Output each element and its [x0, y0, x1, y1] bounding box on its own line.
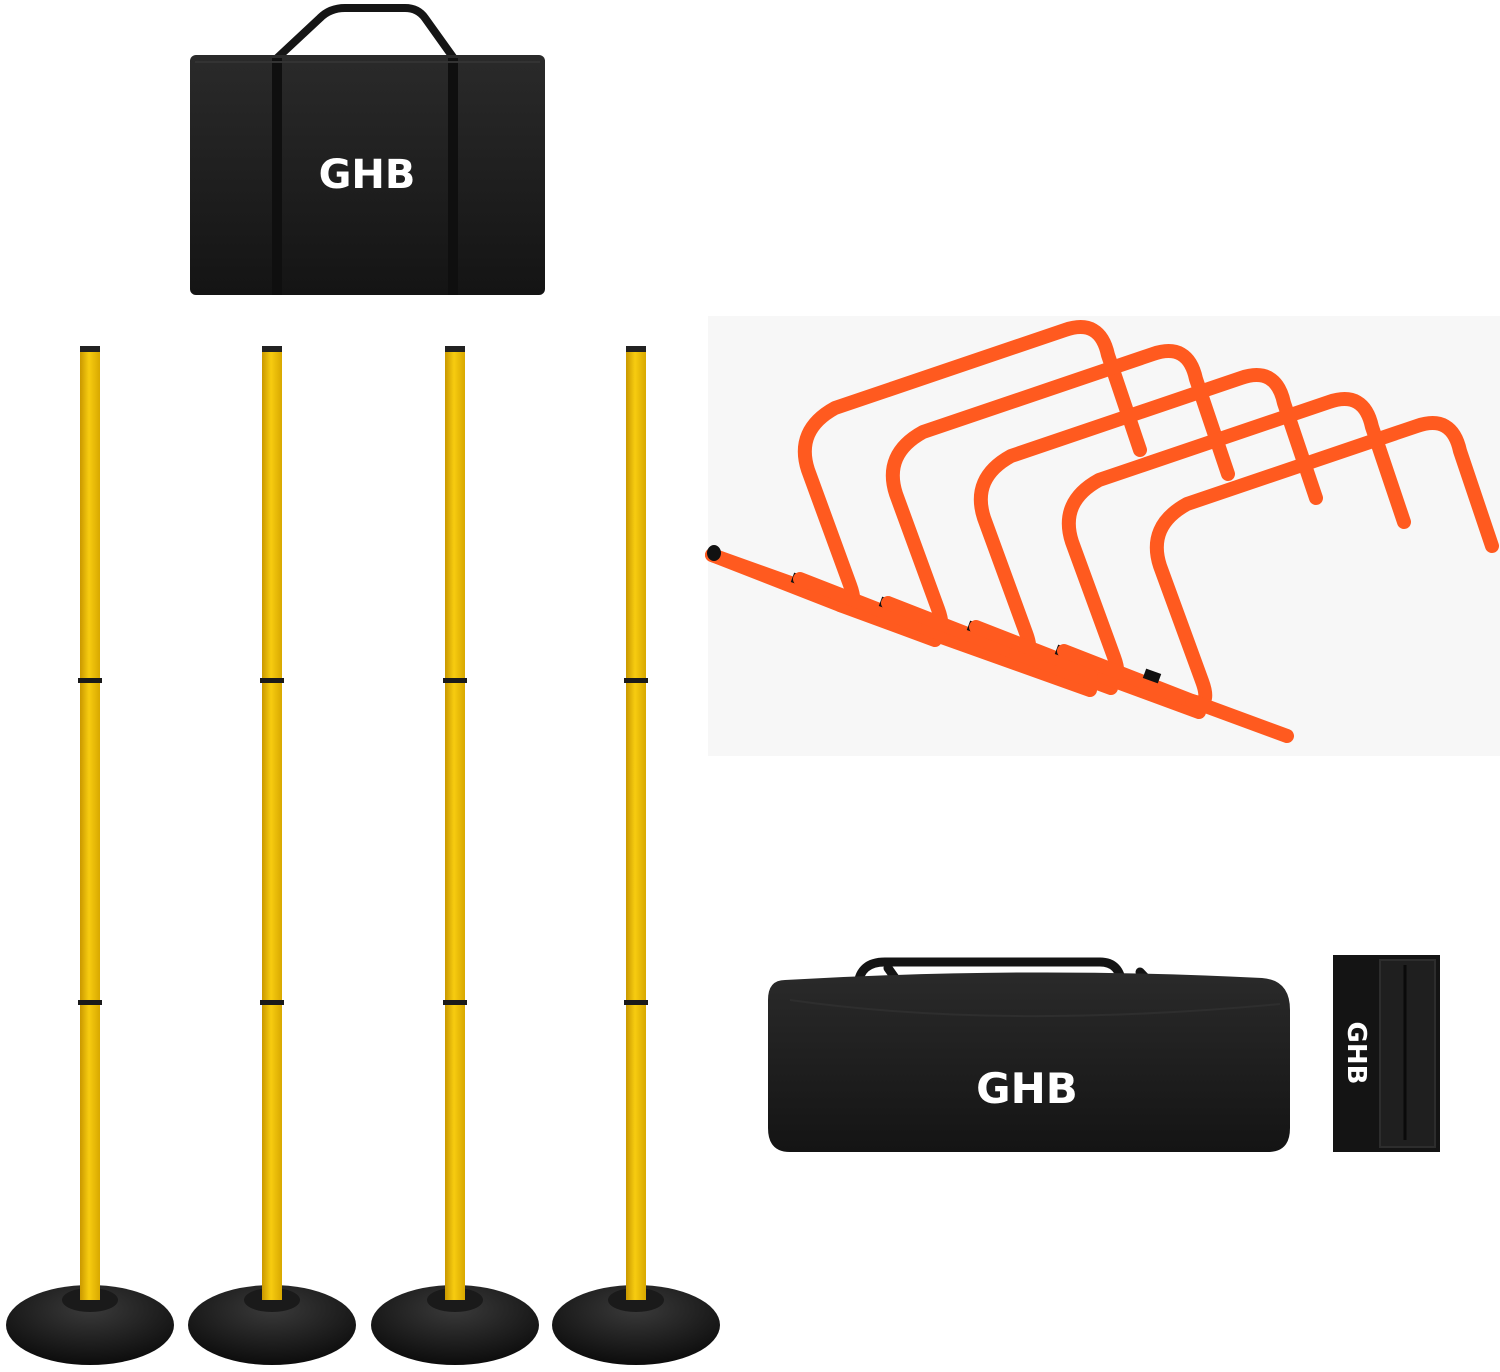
pole-joint	[78, 678, 102, 683]
pole-joint	[260, 1000, 284, 1005]
pole-shaft	[626, 346, 646, 1300]
pole-joint	[443, 678, 467, 683]
pole-joint	[624, 1000, 648, 1005]
hurdle-end-cap	[1142, 668, 1162, 684]
pole-base	[552, 1285, 720, 1365]
agility-pole	[188, 346, 356, 1365]
hurdle-duffel-bag: GHB	[768, 957, 1290, 1152]
duffel-handle	[853, 957, 1127, 986]
pole-base	[188, 1285, 356, 1365]
pole-shaft	[445, 346, 465, 1300]
pole-carry-bag: GHB	[190, 3, 545, 295]
bag-strap	[272, 58, 282, 295]
agility-pole	[6, 346, 174, 1365]
agility-poles	[6, 346, 720, 1365]
duffel-logo: GHB	[976, 1064, 1078, 1113]
accessory-pouch: GHB	[1333, 955, 1440, 1152]
agility-pole	[552, 346, 720, 1365]
pole-shaft	[262, 346, 282, 1300]
pole-joint	[624, 678, 648, 683]
pole-base	[371, 1285, 539, 1365]
pole-joint	[443, 1000, 467, 1005]
pouch-logo: GHB	[1341, 1022, 1371, 1085]
pole-shaft	[80, 346, 100, 1300]
pole-joint	[78, 1000, 102, 1005]
bag-logo: GHB	[319, 152, 416, 198]
agility-hurdles	[705, 320, 1499, 743]
duffel-body	[768, 972, 1290, 1152]
pole-base	[6, 1285, 174, 1365]
agility-pole	[371, 346, 539, 1365]
bag-handle	[271, 3, 459, 64]
pole-joint	[260, 678, 284, 683]
bag-strap	[448, 58, 458, 295]
